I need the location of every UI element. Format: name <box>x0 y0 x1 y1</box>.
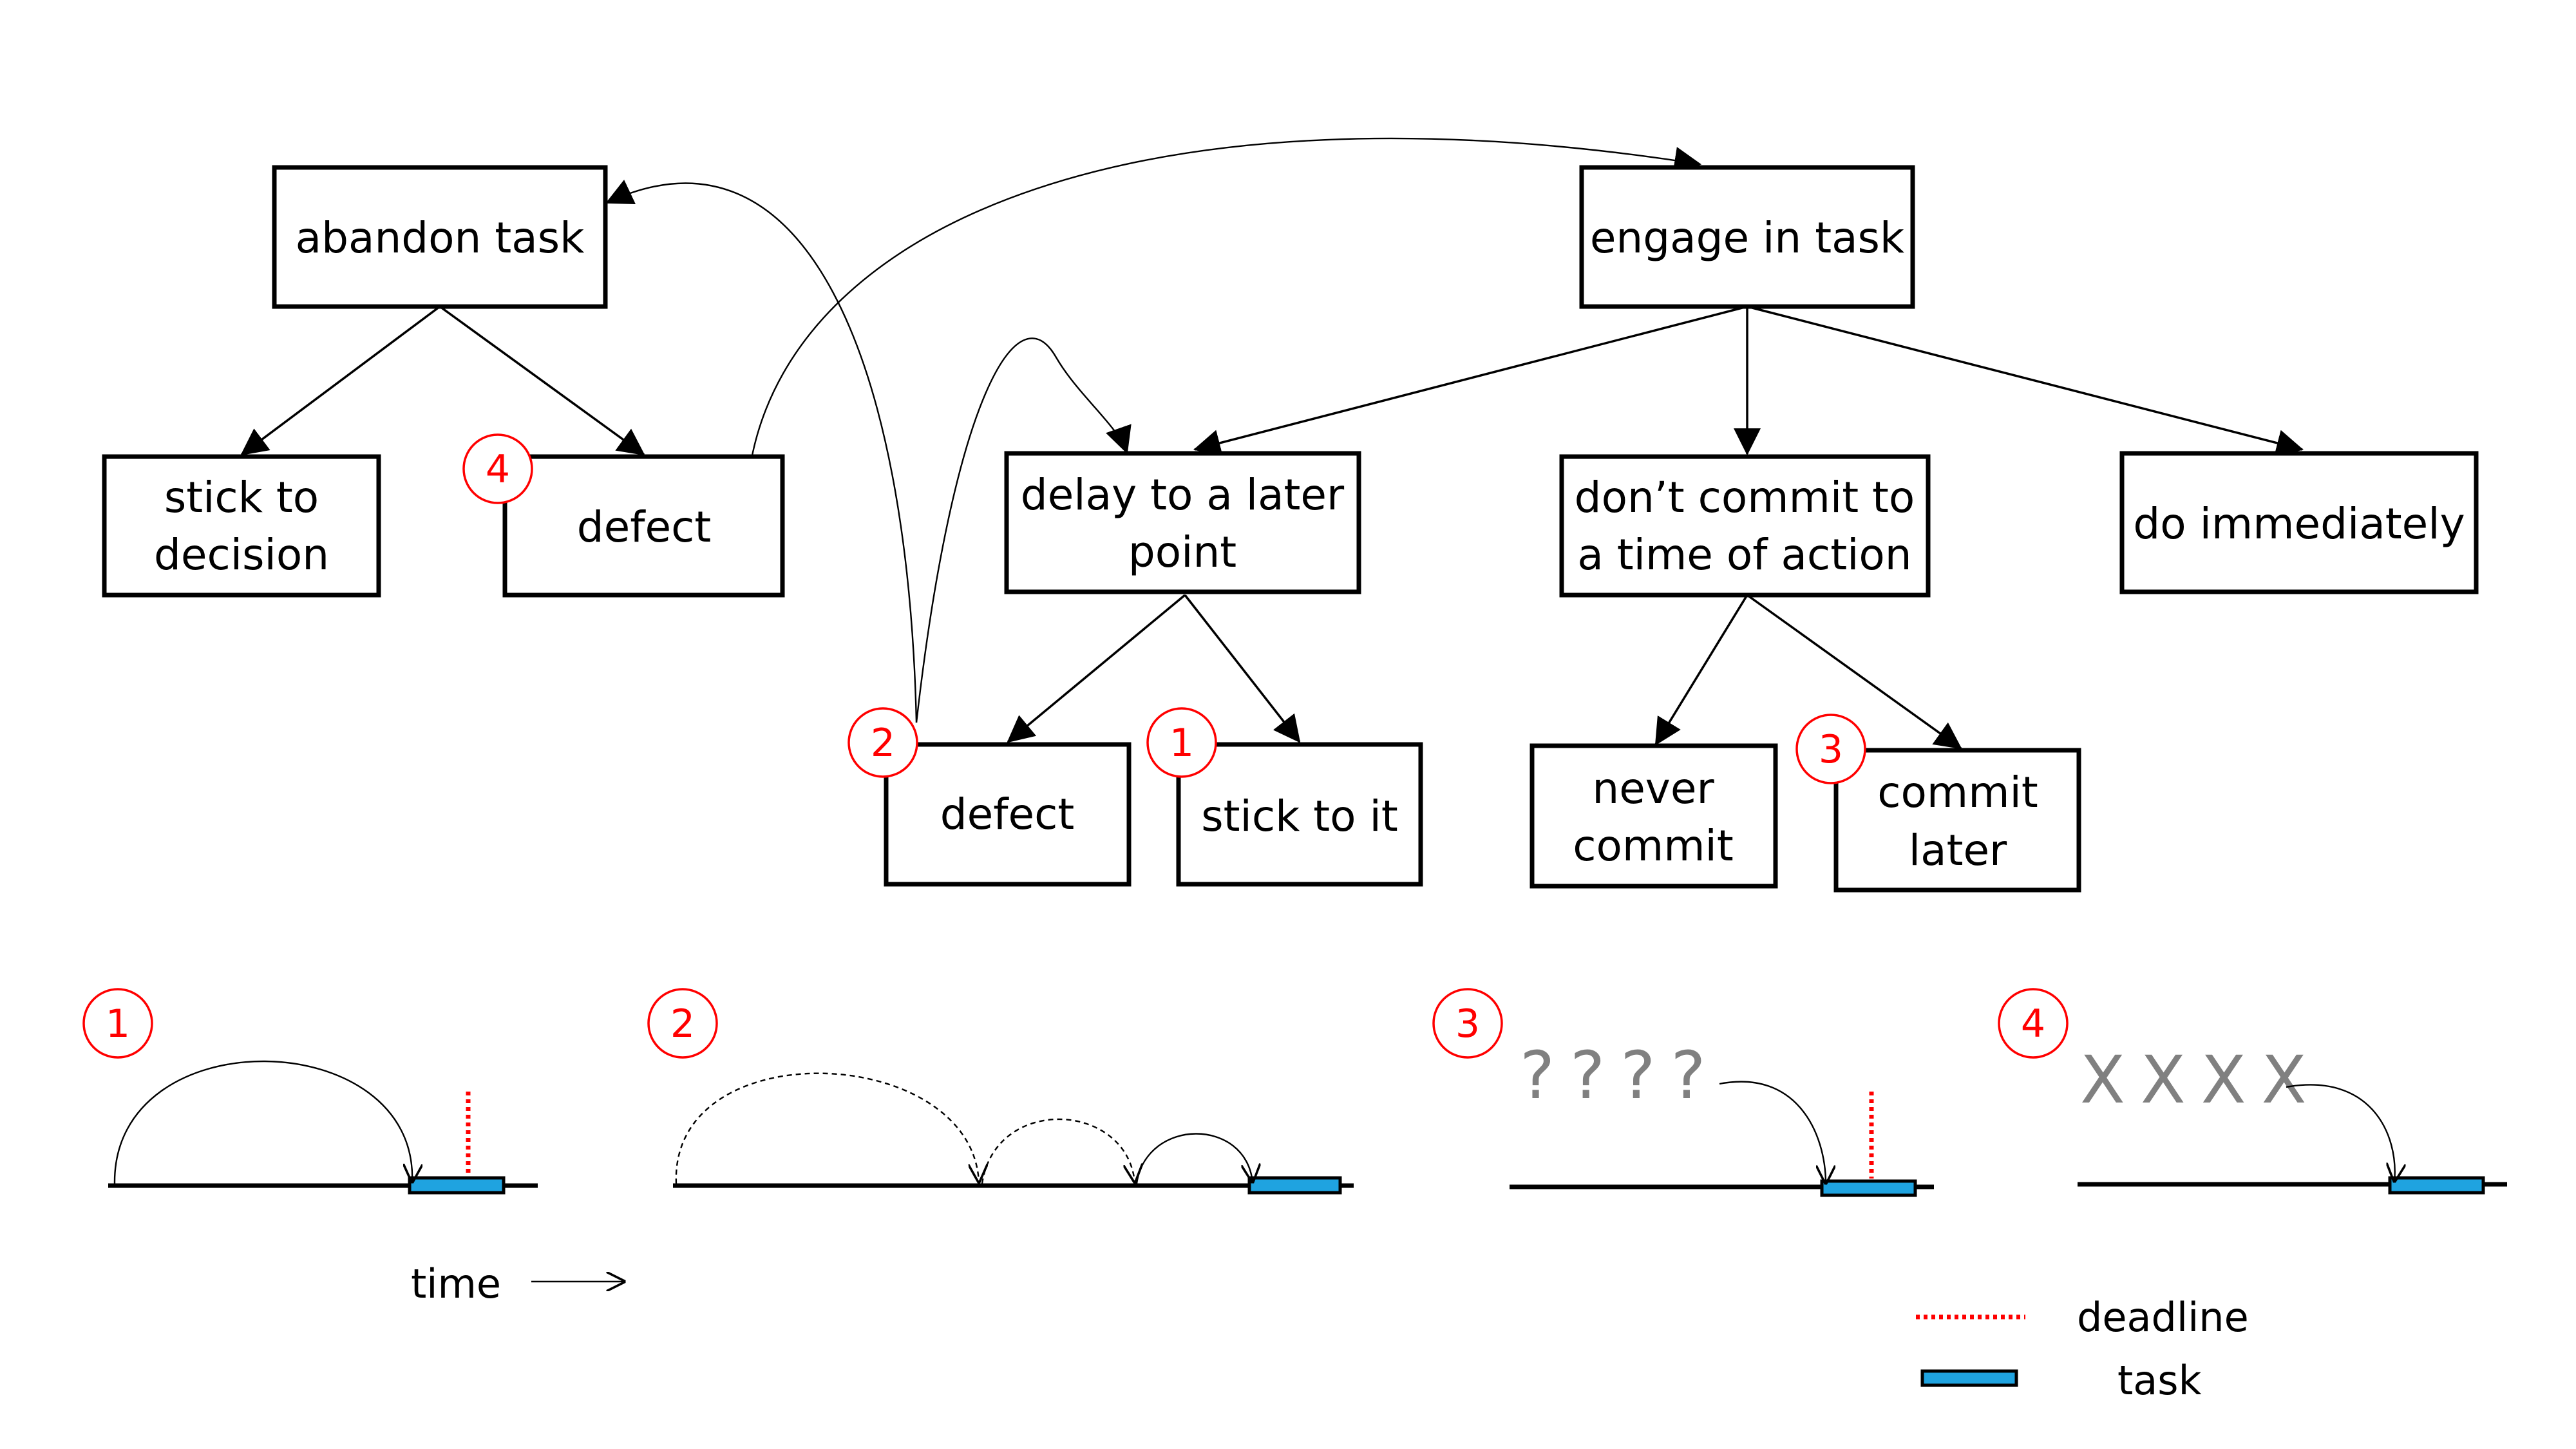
node-label-line2: later <box>1909 826 2007 875</box>
curve-defect-to-delay <box>915 337 1132 723</box>
curve-defect-to-engage <box>750 137 1702 459</box>
legend-task-label: task <box>2117 1357 2202 1404</box>
badge-number: 3 <box>1455 1001 1480 1046</box>
timeline-1: 1 <box>82 988 538 1195</box>
uncertainty-marks: ???? <box>1520 1037 1721 1114</box>
edge-delay-to-stick-to-it <box>1184 594 1301 743</box>
node-label-line1: stick to <box>164 473 319 522</box>
delay-arc-2 <box>981 1118 1135 1184</box>
node-defect-abandon: defect <box>502 454 785 598</box>
tree-edges <box>240 305 2304 750</box>
time-label: time <box>411 1260 501 1307</box>
node-abandon-task: abandon task <box>272 165 608 309</box>
badge-number: 4 <box>2021 1001 2045 1046</box>
edge-dont-commit-to-commit-later <box>1746 594 1962 750</box>
node-label: stick to it <box>1201 791 1398 841</box>
node-engage-in-task: engage in task <box>1579 165 1915 309</box>
node-label-line1: delay to a later <box>1021 470 1345 520</box>
node-defect-delay: defect <box>884 742 1132 887</box>
node-label-line2: commit <box>1573 821 1733 871</box>
node-label: defect <box>577 502 712 552</box>
jump-arc <box>113 1060 412 1184</box>
node-never-commit: never commit <box>1530 743 1778 889</box>
node-dont-commit: don’t commit to a time of action <box>1559 454 1931 598</box>
badge-tree-2: 2 <box>848 707 918 778</box>
node-label-line1: don’t commit to <box>1575 473 1915 522</box>
edge-abandon-to-stick <box>240 305 441 456</box>
badge-tree-1: 1 <box>1146 707 1217 778</box>
node-stick-to-decision: stick to decision <box>102 454 381 598</box>
node-label-line1: commit <box>1877 768 2038 817</box>
jump-arc <box>2286 1084 2395 1182</box>
delay-arc-1 <box>675 1072 979 1184</box>
badge-timeline-1 <box>82 988 153 1059</box>
badge-number: 2 <box>670 1001 695 1046</box>
badge-number: 1 <box>1170 721 1194 766</box>
edge-engage-to-do-immediately <box>1747 305 2304 457</box>
transition-curves <box>605 137 1702 723</box>
time-axis: time <box>411 1260 625 1307</box>
edge-dont-commit-to-never <box>1654 594 1748 746</box>
badge-number: 3 <box>1819 727 1843 772</box>
badge-timeline-4 <box>1998 988 2069 1059</box>
node-label: engage in task <box>1590 213 1905 263</box>
timeline-4: 4 XXXX <box>1998 988 2507 1195</box>
abandon-marks: XXXX <box>2080 1042 2322 1119</box>
task-bar <box>1247 1176 1342 1195</box>
node-stick-to-it: stick to it <box>1176 742 1423 887</box>
edge-delay-to-defect <box>1007 594 1186 743</box>
timeline-2: 2 <box>647 988 1354 1195</box>
node-label-line2: decision <box>154 530 329 580</box>
badge-number: 1 <box>106 1001 130 1046</box>
node-label-line1: never <box>1592 764 1714 813</box>
task-bar <box>408 1176 506 1195</box>
legend: deadline task <box>1916 1294 2249 1404</box>
legend-deadline-label: deadline <box>2077 1294 2249 1341</box>
badge-number: 2 <box>871 721 895 766</box>
node-label: defect <box>940 790 1075 839</box>
node-commit-later: commit later <box>1833 748 2081 893</box>
node-label-line2: a time of action <box>1577 530 1911 580</box>
edge-engage-to-delay <box>1193 305 1748 457</box>
badge-number: 4 <box>486 447 510 492</box>
badge-timeline-2 <box>647 988 718 1059</box>
node-label-line2: point <box>1128 527 1236 577</box>
timeline-3: 3 ???? <box>1432 988 1934 1197</box>
jump-arc <box>1135 1133 1253 1184</box>
task-bar <box>2388 1176 2485 1195</box>
badge-tree-4: 4 <box>462 433 533 504</box>
node-label: abandon task <box>296 213 585 263</box>
node-delay-to-later-point: delay to a later point <box>1004 451 1361 594</box>
jump-arc <box>1719 1081 1826 1184</box>
badge-timeline-3 <box>1432 988 1503 1059</box>
badge-tree-3: 3 <box>1795 714 1866 784</box>
legend-task-swatch <box>1920 1369 2018 1387</box>
node-do-immediately: do immediately <box>2119 451 2479 594</box>
task-bar <box>1820 1179 1917 1197</box>
node-label: do immediately <box>2133 499 2465 549</box>
curve-defect-to-abandon <box>605 180 918 723</box>
edge-abandon-to-defect <box>439 305 645 456</box>
